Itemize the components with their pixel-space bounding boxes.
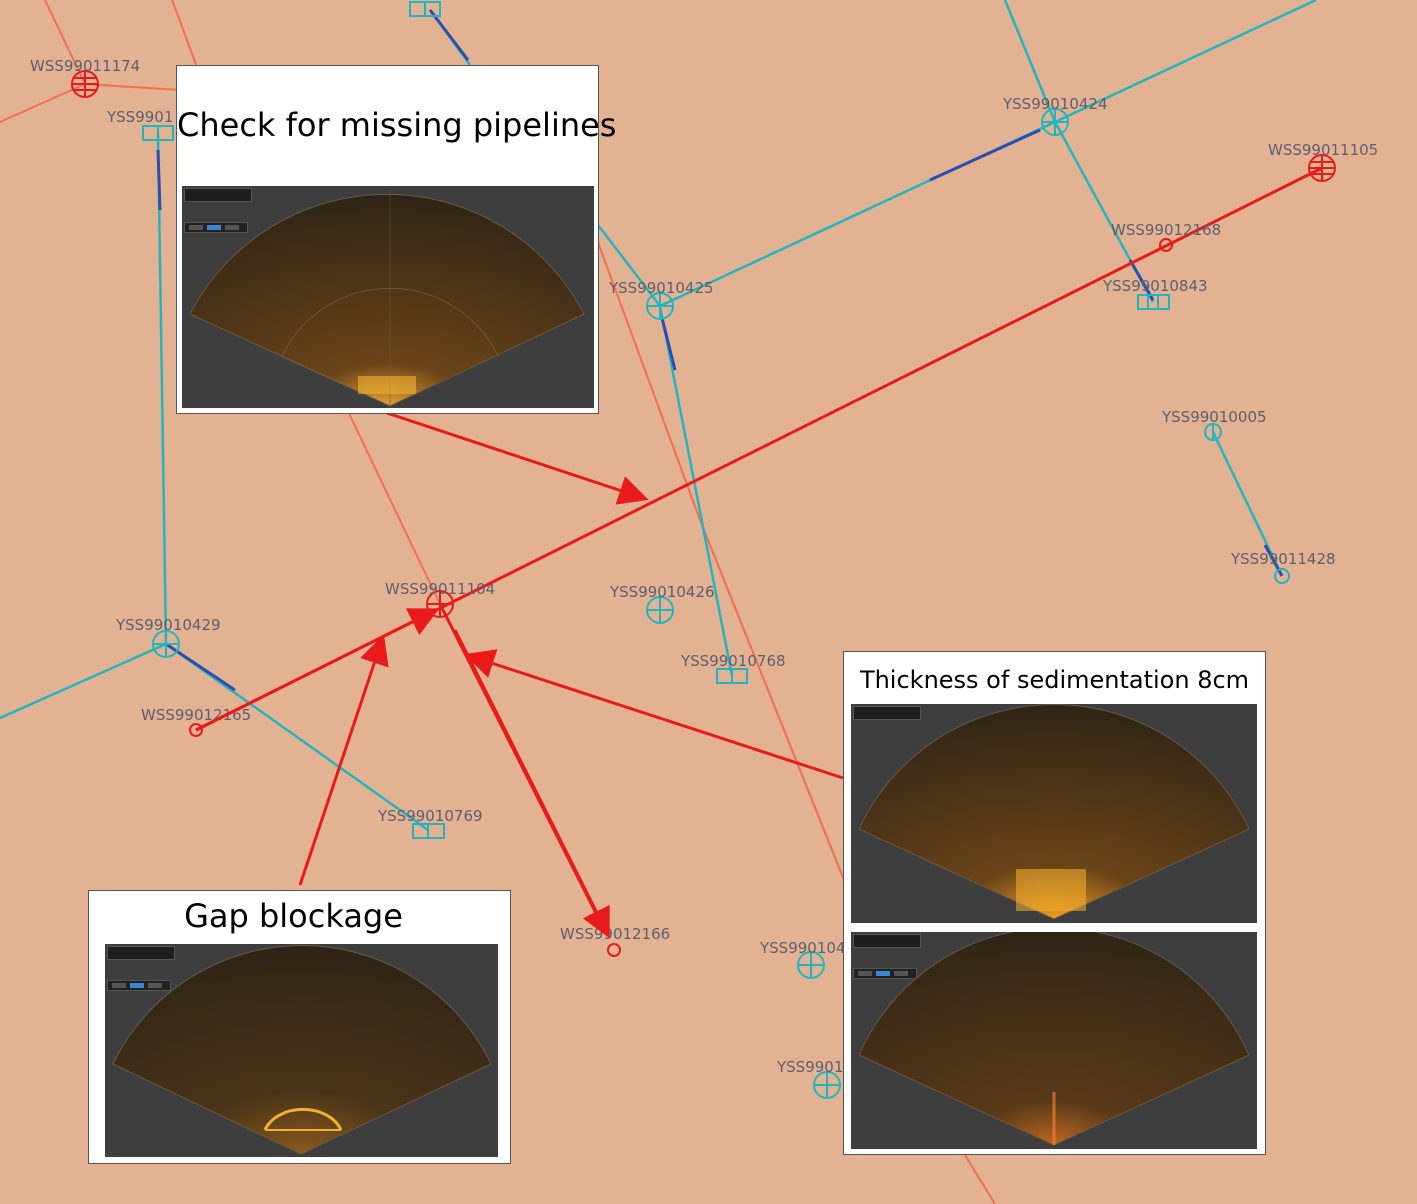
arrow-to-node [195,608,440,732]
storm-pipe [658,305,734,677]
storm-pipe-dark [1128,259,1155,301]
storm-pipe [1054,0,1317,124]
node-label: YSS99010426 [609,583,715,601]
inspection-well-icon[interactable] [646,292,674,320]
water-pipe [0,83,86,123]
node-label: YSS9901 [106,108,173,126]
node-label: WSS99012166 [560,925,670,943]
water-pipe [44,0,86,85]
sonar-image [105,944,498,1157]
manhole-icon[interactable] [426,590,454,618]
node-label: WSS99012165 [141,706,251,724]
inspection-well-icon[interactable] [646,596,674,624]
node-label: YSS99010768 [680,652,786,670]
manhole-icon[interactable] [1308,154,1336,182]
arrow-sedimentation [464,649,844,780]
sonar-image [851,932,1257,1149]
node-label: YSS99010429 [115,616,221,634]
node-label: WSS99011104 [385,580,495,598]
outlet-icon[interactable] [1274,568,1290,584]
callout-missing-pipelines: Check for missing pipelines [176,65,617,414]
node-label: YSS990104 [759,939,845,957]
storm-pipe-dark [660,317,677,371]
storm-pipe-dark [1263,544,1284,577]
water-pipe [171,0,201,76]
valve-icon[interactable] [1159,238,1173,252]
node-label: WSS99012168 [1111,221,1221,239]
water-pipe [344,404,441,605]
inspection-well-icon[interactable] [152,630,180,658]
node-symbols [71,1,1336,1099]
node-label: WSS99011174 [30,57,140,75]
inspection-well-icon[interactable] [797,951,825,979]
water-pipe [964,1154,996,1204]
callout-title: Gap blockage [184,897,403,935]
node-label: YSS99010425 [608,279,714,297]
gully-icon[interactable] [1137,294,1170,310]
gully-icon[interactable] [412,823,445,839]
storm-pipe [1003,0,1057,123]
node-labels: WSS99011174 YSS9901 YSS99010424 WSS99011… [30,57,1378,1076]
callout-sedimentation: Thickness of sedimentation 8cm [843,651,1266,1155]
node-label: YSS99011428 [1230,550,1336,568]
callout-gap-blockage: Gap blockage [88,890,511,1164]
storm-pipe-dark [428,9,470,61]
storm-pipe [597,224,661,307]
arrow-downstream [453,629,610,939]
callout-title: Thickness of sedimentation 8cm [859,666,1250,694]
manhole-icon[interactable] [71,70,99,98]
storm-pipe [156,133,168,645]
storm-pipe [0,642,167,720]
storm-pipe-dark [929,128,1041,182]
water-pipe [84,83,181,91]
water-pipe [587,214,701,521]
inspection-well-icon[interactable] [1204,423,1222,441]
valve-icon[interactable] [607,943,621,957]
inspection-well-icon[interactable] [1041,108,1069,136]
sonar-image [851,704,1257,923]
node-label: YSS99010424 [1002,95,1108,113]
inspection-well-icon[interactable] [813,1071,841,1099]
node-label: YSS99010769 [377,807,483,825]
storm-pipe [165,642,429,832]
annotation-arrows [195,411,844,939]
gully-icon[interactable] [409,1,441,17]
gully-icon[interactable] [142,125,174,141]
sonar-image [182,186,594,408]
callout-title: Check for missing pipelines [177,106,617,144]
node-label: YSS99010843 [1102,277,1208,295]
node-label: YSS99010005 [1161,408,1267,426]
water-pipes [0,0,996,1204]
arrow-missing-pipeline [386,411,649,505]
node-label: YSS9901 [776,1058,843,1076]
storm-pipe-dark [156,149,162,211]
gully-icon[interactable] [716,668,748,684]
node-label: WSS99011105 [1268,141,1378,159]
water-pipe [699,519,861,921]
arrow-gap-blockage [298,634,389,886]
valve-icon[interactable] [189,723,203,737]
